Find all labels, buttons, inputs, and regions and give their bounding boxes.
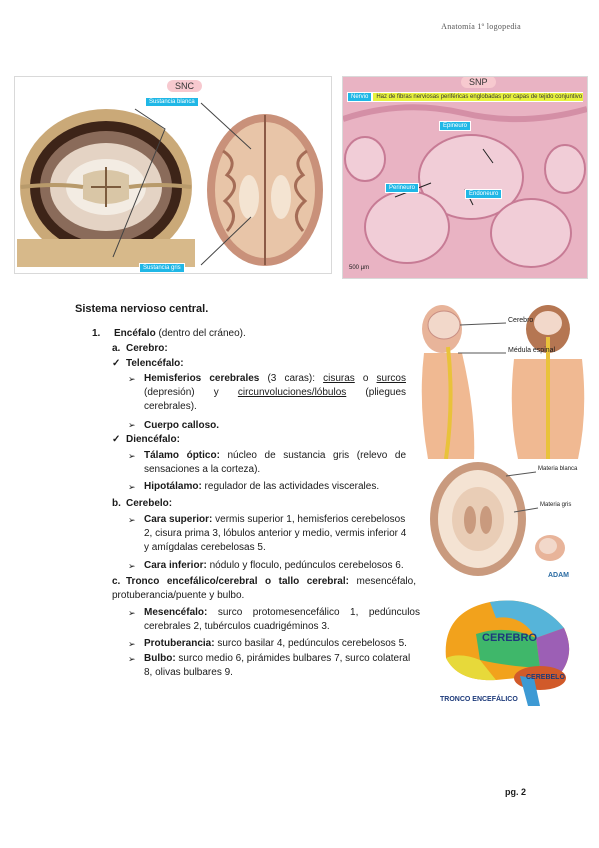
hemisferios-text: Hemisferios cerebrales (3 caras): cisura… xyxy=(144,373,407,413)
item-protuberancia: ➢ Protuberancia: surco basilar 4, pedúnc… xyxy=(128,637,420,651)
item-encefalo: 1. Encéfalo (dentro del cráneo). xyxy=(92,327,412,341)
lobes-illustration xyxy=(445,600,570,706)
cerebelo-title: Cerebelo: xyxy=(126,498,173,509)
label-cerebelo: CEREBELO xyxy=(526,674,565,681)
tronco-title: Tronco encefálico/cerebral o tallo cereb… xyxy=(126,576,349,587)
tronco-text: Tronco encefálico/cerebral o tallo cereb… xyxy=(112,576,416,602)
label-gray-matter: Materia gris xyxy=(540,502,572,508)
brain-section-illustration xyxy=(207,114,323,266)
encefalo-rest: (dentro del cráneo). xyxy=(155,328,246,339)
tag-nerve: Nervio xyxy=(347,92,373,102)
item-cerebro: a. Cerebro: xyxy=(112,342,168,356)
body-label-medula: Médula espinal xyxy=(508,347,556,354)
mesencefalo-title: Mesencéfalo: xyxy=(144,607,208,618)
diencefalo-title: Diencéfalo: xyxy=(126,434,180,445)
calloso-title: Cuerpo calloso. xyxy=(144,420,220,431)
tag-endoneuro: Endoneuro xyxy=(465,189,503,199)
cara-inferior-title: Cara inferior: xyxy=(144,560,207,571)
arrow-bullet-icon: ➢ xyxy=(128,639,136,649)
figure-brain-section: Materia blanca Materia gris ADAM xyxy=(418,460,588,584)
arrow-bullet-icon: ➢ xyxy=(128,374,136,384)
arrow-bullet-icon: ➢ xyxy=(128,608,136,618)
talamo-title: Tálamo óptico: xyxy=(144,450,220,461)
figure-snp-label: SNP xyxy=(461,77,496,88)
figure-snc-label: SNC xyxy=(167,80,203,92)
item-tronco: c. Tronco encefálico/cerebral o tallo ce… xyxy=(112,575,416,603)
item-hemisferios: ➢ Hemisferios cerebrales (3 caras): cisu… xyxy=(128,372,406,415)
item-diencefalo: ✓ Diencéfalo: xyxy=(112,433,180,447)
nerve-histology xyxy=(343,89,587,278)
brain-axial-illustration xyxy=(430,462,526,576)
page-number: pg. 2 xyxy=(505,787,527,797)
protuberancia-text: Protuberancia: surco basilar 4, pedúncul… xyxy=(144,638,407,649)
cara-superior-text: Cara superior: vermis superior 1, hemisf… xyxy=(144,514,407,554)
scale-bar-label: 500 µm xyxy=(349,265,370,271)
section-title: Sistema nervioso central. xyxy=(75,303,209,315)
tag-epineuro: Epineuro xyxy=(439,121,472,131)
marker-1: 1. xyxy=(92,328,101,339)
cara-superior-title: Cara superior: xyxy=(144,514,213,525)
tag-nerve-definition: Haz de fibras nerviosas periféricas engl… xyxy=(372,92,583,102)
bulbo-title: Bulbo: xyxy=(144,653,176,664)
check-icon: ✓ xyxy=(112,358,121,369)
item-talamo: ➢ Tálamo óptico: núcleo de sustancia gri… xyxy=(128,449,406,477)
label-tronco: TRONCO ENCEFÁLICO xyxy=(440,696,518,703)
item-telencefalo: ✓ Telencéfalo: xyxy=(112,357,184,371)
cerebro-title: Cerebro: xyxy=(126,343,168,354)
marker-a: a. xyxy=(112,343,121,354)
term-surcos: surcos xyxy=(376,373,406,384)
arrow-bullet-icon: ➢ xyxy=(128,515,136,525)
item-mesencefalo: ➢ Mesencéfalo: surco protomesencefálico … xyxy=(128,606,420,634)
item-cara-inferior: ➢ Cara inferior: nódulo y floculo, pedún… xyxy=(128,559,414,573)
arrow-bullet-icon: ➢ xyxy=(128,451,136,461)
snc-pointer-lines xyxy=(112,102,252,266)
arrow-bullet-icon: ➢ xyxy=(128,561,136,571)
figure-body: Cerebro Médula espinal xyxy=(418,303,588,459)
hipotalamo-text: Hipotálamo: regulador de las actividades… xyxy=(144,481,380,492)
telencefalo-title: Telencéfalo: xyxy=(126,358,184,369)
adam-logo: ADAM xyxy=(548,572,569,579)
arrow-bullet-icon: ➢ xyxy=(128,654,136,664)
spinal-cord-illustration xyxy=(17,109,195,267)
item-cara-superior: ➢ Cara superior: vermis superior 1, hemi… xyxy=(128,513,414,556)
protuberancia-title: Protuberancia: xyxy=(144,638,215,649)
arrow-bullet-icon: ➢ xyxy=(128,420,136,430)
term-circunvoluciones: circunvoluciones/lóbulos xyxy=(237,387,347,399)
check-icon: ✓ xyxy=(112,434,121,445)
mesencefalo-text: Mesencéfalo: surco protomesencefálico 1,… xyxy=(144,607,420,633)
encefalo-title: Encéfalo xyxy=(114,328,156,339)
arrow-bullet-icon: ➢ xyxy=(128,482,136,492)
label-cerebro: CEREBRO xyxy=(482,632,538,644)
label-white-matter: Materia blanca xyxy=(538,466,578,472)
bulbo-text: Bulbo: surco medio 6, pirámides bulbares… xyxy=(144,653,411,679)
figure-snc: SNC Sustancia blanca Sustancia gris xyxy=(14,76,332,274)
term-cisuras: cisuras xyxy=(323,373,355,384)
figure-lobes: CEREBRO CEREBELO TRONCO ENCEFÁLICO xyxy=(436,594,576,716)
item-bulbo: ➢ Bulbo: surco medio 6, pirámides bulbar… xyxy=(128,652,420,680)
brain-section-pointers xyxy=(505,471,539,513)
body-illustration xyxy=(421,305,585,459)
talamo-text: Tálamo óptico: núcleo de sustancia gris … xyxy=(144,450,406,476)
marker-c: c. xyxy=(112,576,121,587)
tag-gray-matter: Sustancia gris xyxy=(139,263,185,273)
head-thumbnail xyxy=(535,535,565,561)
hipotalamo-title: Hipotálamo: xyxy=(144,481,202,492)
header-note: Anatomía 1º logopedia xyxy=(441,22,521,31)
tag-perineuro: Perineuro xyxy=(385,183,420,193)
item-hipotalamo: ➢ Hipotálamo: regulador de las actividad… xyxy=(128,480,406,494)
marker-b: b. xyxy=(112,498,121,509)
item-cerebelo: b. Cerebelo: xyxy=(112,497,172,511)
hemisferios-title: Hemisferios cerebrales xyxy=(144,373,260,384)
tag-white-matter: Sustancia blanca xyxy=(145,97,199,107)
body-label-cerebro: Cerebro xyxy=(508,317,534,324)
item-cuerpo-calloso: ➢ Cuerpo calloso. xyxy=(128,418,219,433)
cara-inferior-text: Cara inferior: nódulo y floculo, pedúncu… xyxy=(144,560,404,571)
